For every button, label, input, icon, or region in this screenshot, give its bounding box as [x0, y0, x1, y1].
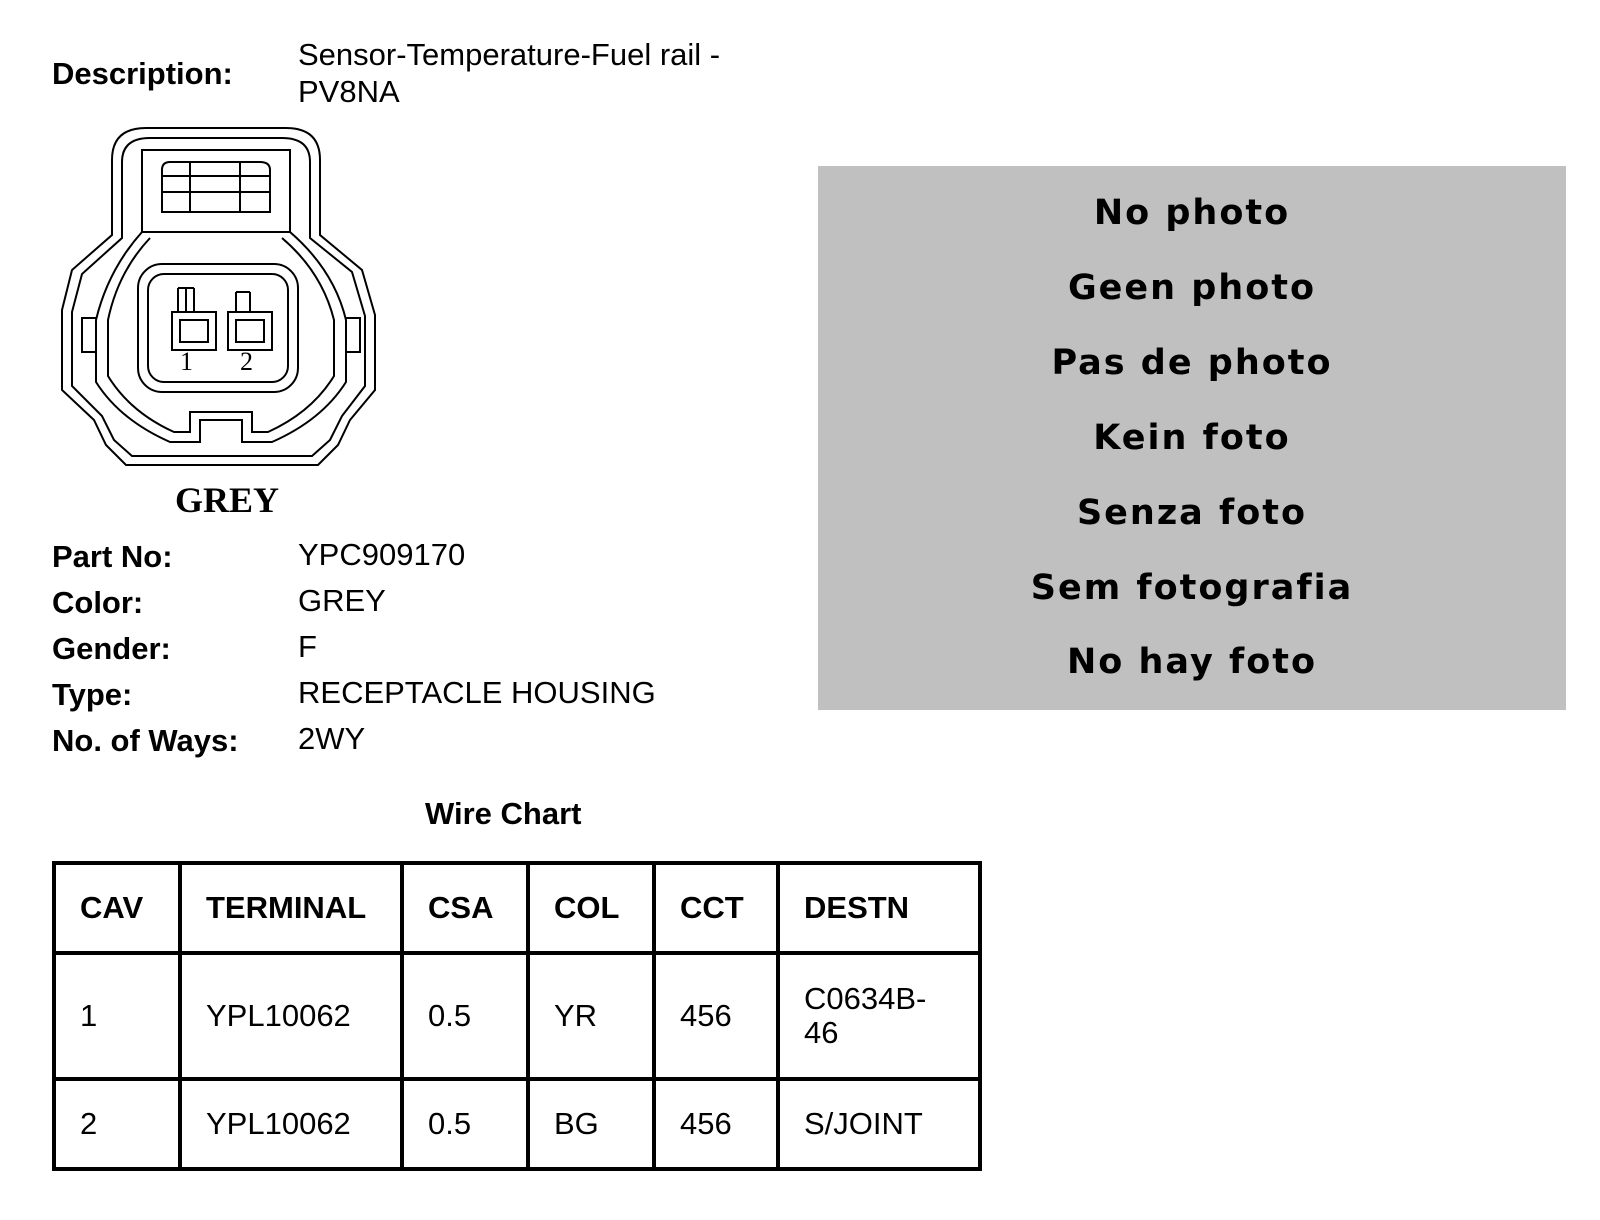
no-of-ways-value: 2WY [298, 721, 366, 756]
no-photo-text-en: No photo [1093, 193, 1291, 234]
cell-terminal: YPL10062 [178, 1077, 404, 1171]
cell-col: BG [526, 1077, 656, 1171]
gender-value: F [298, 629, 317, 664]
pin-2-label: 2 [240, 347, 253, 376]
cell-cct: 456 [652, 1077, 780, 1171]
col-header-csa: CSA [400, 861, 530, 955]
table-header-row: CAV TERMINAL CSA COL CCT DESTN [52, 861, 982, 955]
cell-cav: 1 [52, 951, 182, 1081]
table-row: 2 YPL10062 0.5 BG 456 S/JOINT [52, 1077, 982, 1171]
cell-terminal: YPL10062 [178, 951, 404, 1081]
no-photo-placeholder: No photo Geen photo Pas de photo Kein fo… [818, 166, 1566, 710]
cell-destn: C0634B-46 [776, 951, 982, 1081]
color-label: Color: [52, 585, 144, 620]
connector-color-label: GREY [175, 480, 279, 520]
cell-csa: 0.5 [400, 951, 530, 1081]
description-value: Sensor-Temperature-Fuel rail - PV8NA [298, 37, 721, 109]
no-of-ways-label: No. of Ways: [52, 723, 239, 758]
color-value: GREY [298, 583, 386, 618]
type-label: Type: [52, 677, 133, 712]
col-header-terminal: TERMINAL [178, 861, 404, 955]
no-photo-text-de: Kein foto [1093, 417, 1291, 458]
col-header-col: COL [526, 861, 656, 955]
description-label: Description: [52, 56, 233, 91]
part-no-label: Part No: [52, 539, 173, 574]
cell-destn-text: C0634B-46 [804, 981, 927, 1050]
cell-col: YR [526, 951, 656, 1081]
no-photo-text-fr: Pas de photo [1051, 343, 1333, 384]
part-no-value: YPC909170 [298, 537, 466, 572]
table-row: 1 YPL10062 0.5 YR 456 C0634B-46 [52, 951, 982, 1081]
no-photo-text-it: Senza foto [1076, 492, 1308, 533]
gender-label: Gender: [52, 631, 171, 666]
no-photo-text-nl: Geen photo [1067, 268, 1317, 309]
col-header-cct: CCT [652, 861, 780, 955]
wire-chart-title: Wire Chart [425, 796, 582, 831]
wire-chart-table: CAV TERMINAL CSA COL CCT DESTN 1 YPL1006… [52, 861, 982, 1171]
col-header-destn: DESTN [776, 861, 982, 955]
no-photo-text-es: No hay foto [1066, 642, 1318, 683]
connector-face-drawing: 1 2 GREY [61, 127, 376, 520]
no-photo-text-pt: Sem fotografia [1030, 567, 1354, 608]
type-value: RECEPTACLE HOUSING [298, 675, 656, 710]
cell-csa: 0.5 [400, 1077, 530, 1171]
cell-destn: S/JOINT [776, 1077, 982, 1171]
cell-cct: 456 [652, 951, 780, 1081]
col-header-cav: CAV [52, 861, 182, 955]
cell-cav: 2 [52, 1077, 182, 1171]
pin-1-label: 1 [180, 347, 193, 376]
